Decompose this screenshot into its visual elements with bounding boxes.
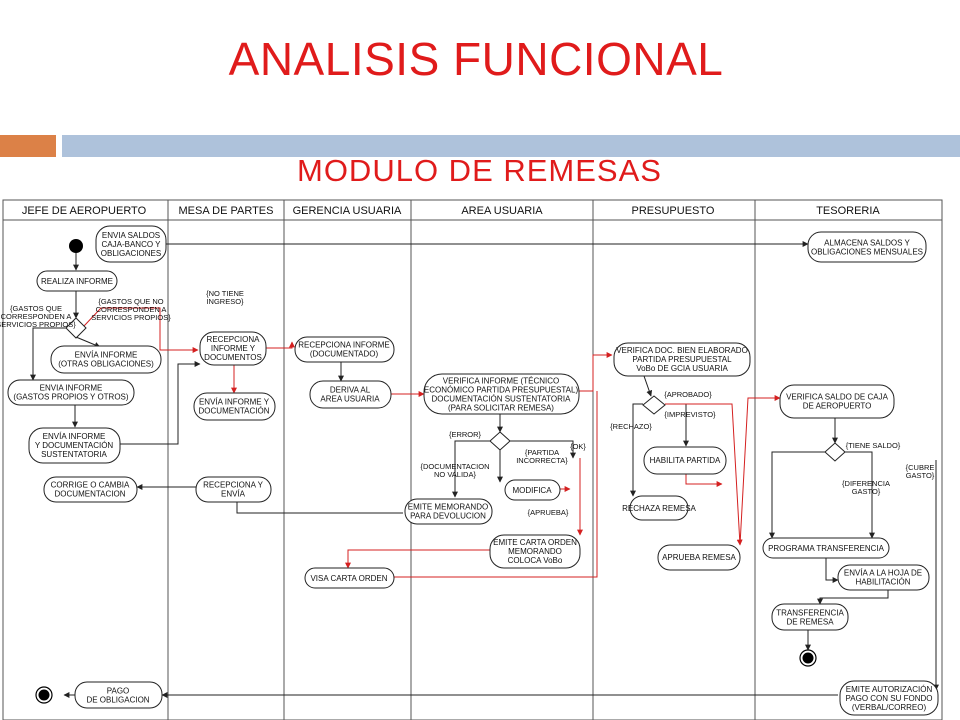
decision-verifica (489, 431, 511, 451)
node-emite-autorizacion (839, 680, 939, 716)
node-envia-saldos (95, 225, 167, 263)
swimlane-frame (2, 199, 943, 720)
guard-error: {ERROR} (449, 430, 482, 439)
node-label-rechaza-remesa: RECHAZA REMESA (622, 504, 696, 513)
guard-aprobado: {APROBADO} (664, 390, 712, 399)
node-verifica-informe (423, 373, 580, 415)
accent-bar-blue (62, 135, 960, 157)
node-pago (74, 681, 163, 709)
lane-presupuesto: PRESUPUESTO (632, 205, 715, 217)
node-realiza-informe (36, 270, 118, 292)
node-label-envia-informe-otras: ENVÍA INFORME(OTRAS OBLIGACIONES) (58, 351, 154, 369)
node-label-visa-carta: VISA CARTA ORDEN (310, 574, 387, 583)
node-label-recepciona-gu: RECEPCIONA INFORME(DOCUMENTADO) (298, 341, 390, 359)
guard-tiene-saldo: {TIENE SALDO} (846, 441, 901, 450)
node-modifica (504, 479, 561, 501)
node-habilita-partida (643, 446, 727, 475)
node-emite-carta (489, 534, 581, 569)
end-node-jefe (35, 686, 53, 704)
decision-presupuesto (642, 395, 666, 415)
lane-gerencia-usuaria: GERENCIA USUARIA (293, 205, 402, 217)
page-title: ANALISIS FUNCIONAL (228, 33, 724, 85)
node-label-programa-transf: PROGRAMA TRANSFERENCIA (768, 544, 885, 553)
guard-ok: {OK} (570, 442, 586, 451)
node-corrige (43, 476, 138, 503)
node-label-envia-informe-propios: ENVIA INFORME(GASTOS PROPIOS Y OTROS) (13, 384, 128, 402)
guard-rechazo: {RECHAZO} (610, 422, 652, 431)
lane-area-usuaria: AREA USUARIA (461, 205, 543, 217)
node-recepciona-gu (294, 336, 395, 363)
end-node-tesoreria (799, 649, 817, 667)
decision-saldo (824, 442, 846, 462)
node-label-realiza-informe: REALIZA INFORME (41, 277, 113, 286)
lane-tesoreria: TESORERIA (816, 205, 880, 217)
node-recepciona-envia (195, 476, 272, 503)
node-envia-informe-otras (50, 345, 162, 374)
node-programa-transferencia (762, 537, 890, 559)
node-deriva (309, 380, 392, 409)
accent-bar-orange (0, 135, 56, 157)
node-transferencia (771, 603, 849, 631)
node-verifica-saldo (779, 384, 895, 419)
node-verifica-doc (613, 342, 751, 377)
lane-mesa-de-partes: MESA DE PARTES (179, 205, 274, 217)
node-envia-hoja (837, 564, 930, 591)
guard-imprevisto: {IMPREVISTO} (664, 410, 716, 419)
node-almacena-saldos (807, 231, 927, 263)
node-envia-informe-doc (28, 427, 121, 464)
decision-gastos (65, 317, 87, 339)
node-label-habilita-partida: HABILITA PARTIDA (650, 456, 721, 465)
node-label-modifica: MODIFICA (512, 486, 552, 495)
node-rechaza-remesa (629, 495, 689, 521)
node-aprueba-remesa (657, 544, 741, 571)
node-emite-memorando (404, 498, 493, 525)
node-visa-carta (304, 567, 395, 589)
node-envia-informe-mp (193, 392, 276, 421)
guard-aprueba: {APRUEBA} (528, 508, 569, 517)
page-subtitle: MODULO DE REMESAS (297, 153, 662, 188)
node-recepciona-mp (199, 331, 267, 366)
lane-jefe-aeropuerto: JEFE DE AEROPUERTO (22, 205, 147, 217)
node-envia-informe-propios (7, 379, 135, 406)
start-node (69, 239, 83, 253)
node-label-aprueba-remesa: APRUEBA REMESA (662, 553, 736, 562)
